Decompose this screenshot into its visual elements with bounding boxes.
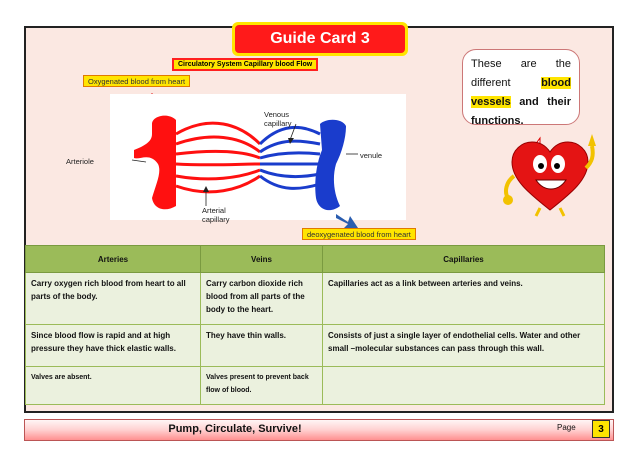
table-cell: Valves are absent.: [25, 366, 201, 405]
table-cell: [322, 366, 605, 405]
table-cell: Consists of just a single layer of endot…: [322, 324, 605, 367]
label-arteriole: Arteriole: [66, 157, 94, 166]
table-cell: Carry carbon dioxide rich blood from all…: [200, 272, 323, 325]
bubble-rest: and their functions.: [471, 96, 571, 127]
table-header-row: Arteries Veins Capillaries: [25, 245, 605, 273]
table-cell: Valves present to prevent back flow of b…: [200, 366, 323, 405]
title-banner: Guide Card 3: [232, 22, 408, 56]
bubble-line1: These are the different: [471, 58, 571, 89]
table-cell: Since blood flow is rapid and at high pr…: [25, 324, 201, 367]
speech-bubble: These are the different blood vessels an…: [462, 49, 580, 127]
deoxygenated-label: deoxygenated blood from heart: [302, 228, 416, 240]
oxygenated-label: Oxygenated blood from heart: [83, 75, 191, 87]
table-row: Valves are absent. Valves present to pre…: [25, 366, 605, 405]
header-veins: Veins: [200, 245, 323, 273]
footer-slogan: Pump, Circulate, Survive!: [168, 423, 302, 435]
table-row: Carry oxygen rich blood from heart to al…: [25, 272, 605, 325]
label-venous-capillary: Venous capillary: [264, 110, 292, 128]
label-arterial-capillary: Arterial capillary: [202, 206, 230, 224]
bubble-blood: blood: [541, 77, 571, 89]
footer-bar: Pump, Circulate, Survive!: [24, 419, 614, 441]
label-venule: venule: [360, 151, 383, 160]
vein-shape: [315, 119, 346, 211]
page-number: 3: [592, 420, 610, 438]
table-cell: Carry oxygen rich blood from heart to al…: [25, 272, 201, 325]
page-title: Guide Card 3: [235, 25, 405, 53]
header-arteries: Arteries: [25, 245, 201, 273]
blue-arrow-icon: [336, 214, 358, 228]
page-label: Page: [557, 423, 576, 432]
bubble-vessels: vessels: [471, 96, 511, 108]
vessel-comparison-table: Arteries Veins Capillaries Carry oxygen …: [25, 245, 605, 405]
diagram-caption: Circulatory System Capillary blood Flow: [172, 58, 319, 71]
heart-mascot-icon: [503, 134, 596, 217]
header-capillaries: Capillaries: [322, 245, 605, 273]
capillary-diagram: [110, 94, 406, 220]
table-row: Since blood flow is rapid and at high pr…: [25, 324, 605, 367]
table-cell: Capillaries act as a link between arteri…: [322, 272, 605, 325]
artery-shape: [134, 115, 176, 210]
table-cell: They have thin walls.: [200, 324, 323, 367]
